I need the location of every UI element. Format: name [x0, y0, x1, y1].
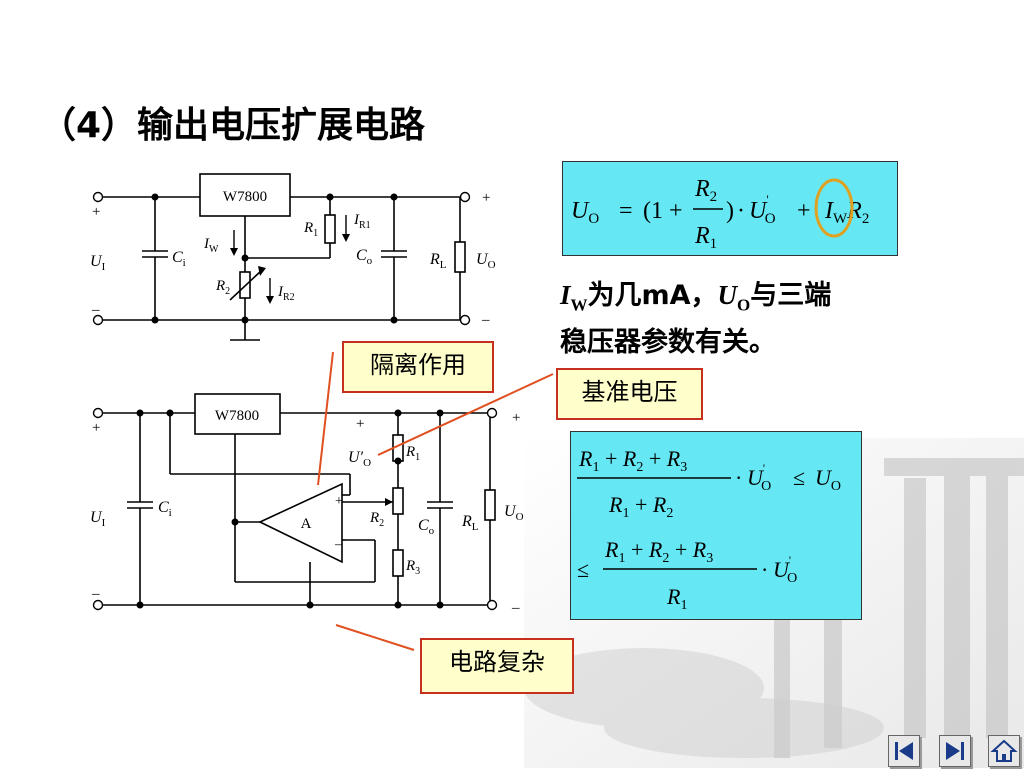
ir1-label: IR1 [353, 212, 371, 231]
last-page-button[interactable] [939, 735, 971, 767]
svg-text:≤: ≤ [577, 557, 589, 582]
ci-label: Ci [158, 499, 172, 519]
svg-text:·: · [737, 198, 745, 224]
home-button[interactable] [988, 735, 1020, 767]
ui-label: UI [90, 509, 106, 529]
svg-text:R1 + R2: R1 + R2 [608, 492, 673, 521]
terminal-minus-label: – [91, 302, 100, 318]
iw-note: IW为几mA，UO与三端 稳压器参数有关。 [560, 276, 900, 362]
co-label: Co [356, 247, 373, 267]
terminal-plus-label: + [92, 420, 100, 436]
output-minus-label: – [481, 312, 490, 328]
uo-prime-label: U′O [348, 449, 371, 469]
output-plus-label: + [512, 410, 520, 426]
output-minus-label: – [511, 600, 520, 616]
svg-text:): ) [726, 198, 734, 224]
rl-label: RL [429, 251, 447, 271]
ci-label: Ci [172, 249, 186, 269]
svg-text:·: · [761, 557, 768, 582]
iw-label: IW [203, 236, 219, 255]
r2-label: R2 [369, 510, 384, 529]
rl-label: RL [461, 513, 479, 533]
callout-complex-circuit: 电路复杂 [420, 638, 574, 694]
uo-prime-plus-label: + [356, 416, 364, 432]
co-label: Co [418, 517, 435, 537]
terminal-minus-label: – [91, 586, 100, 602]
iw-note-line1: IW为几mA，UO与三端 [560, 280, 832, 315]
regulator-chip-label: W7800 [215, 408, 259, 424]
svg-text:·: · [735, 465, 742, 490]
callout-isolation: 隔离作用 [342, 341, 494, 393]
ui-label: UI [90, 253, 106, 273]
last-page-icon [946, 742, 964, 760]
r1-label: R1 [303, 220, 318, 239]
svg-text:(1: (1 [643, 198, 663, 224]
opamp-label: A [301, 516, 312, 532]
r2-label: R2 [215, 278, 230, 297]
opamp-minus-label: – [334, 537, 343, 552]
svg-text:IWR2: IWR2 [824, 198, 869, 227]
output-range-formula: R1 + R2 + R3 R1 + R2 · U'O ≤ UO ≤ R1 + R… [570, 431, 862, 620]
svg-text:+: + [669, 198, 683, 224]
first-page-button[interactable] [888, 735, 920, 767]
callout-reference-voltage: 基准电压 [556, 368, 703, 420]
circuit-diagram-extended: W7800 + – UI Ci A + – U′O R1 R2 R3 Co RL… [90, 393, 524, 616]
opamp-plus-label: + [335, 494, 343, 509]
home-icon [990, 739, 1018, 762]
uo-label: UO [504, 503, 524, 523]
first-page-icon [895, 742, 913, 760]
output-voltage-formula: UO = (1 + R2 R1 ) · U'O + IWR2 [562, 161, 898, 256]
slide-title: （4）输出电压扩展电路 [40, 105, 426, 146]
svg-text:≤: ≤ [793, 465, 805, 490]
terminal-plus-label: + [92, 204, 100, 220]
output-plus-label: + [482, 190, 490, 206]
svg-text:+: + [797, 198, 811, 224]
iw-note-line2: 稳压器参数有关。 [560, 327, 776, 359]
ir2-label: IR2 [277, 284, 295, 303]
regulator-chip-label: W7800 [223, 189, 267, 205]
circuit-diagram-basic: W7800 + – UI Ci IW R1 IR1 R2 IR2 Co RL U… [90, 173, 496, 341]
r1-label: R1 [405, 444, 420, 463]
svg-text:=: = [619, 198, 633, 224]
r3-label: R3 [405, 558, 420, 577]
uo-label: UO [476, 251, 496, 271]
